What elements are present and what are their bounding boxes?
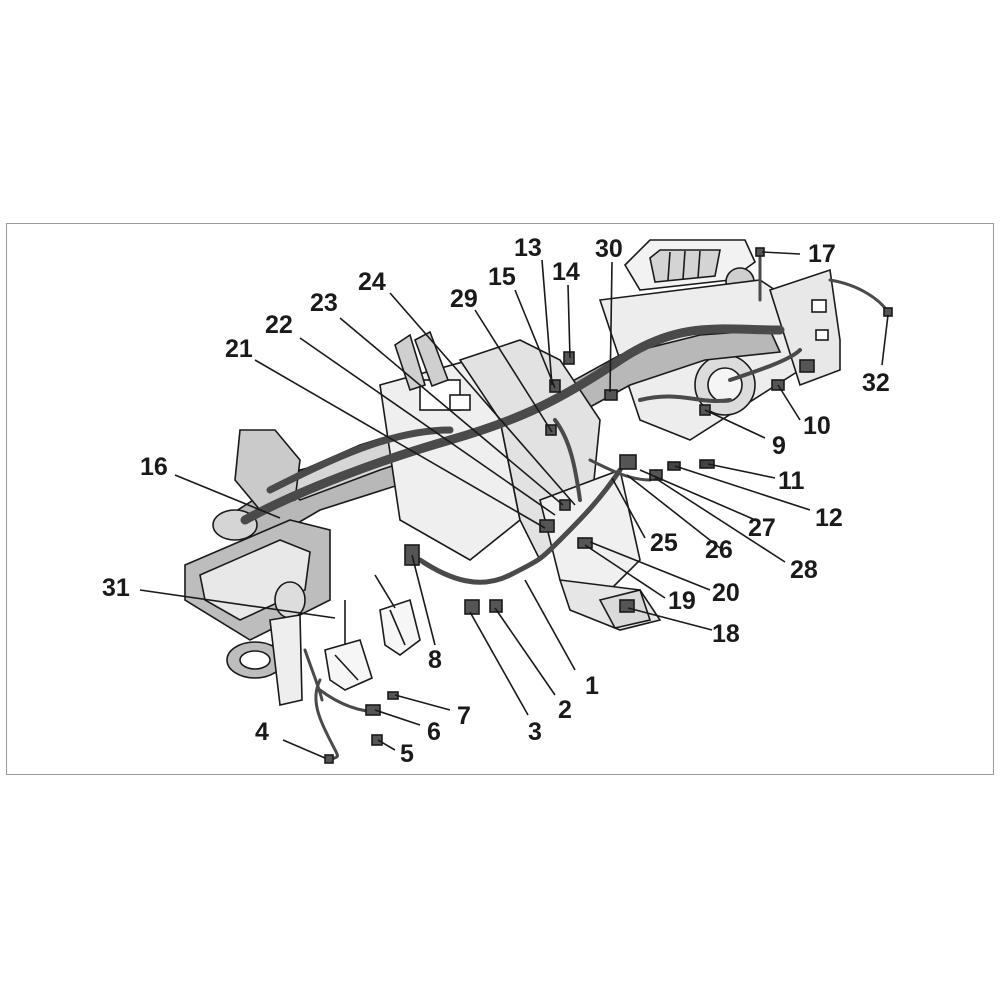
- callout-7: 7: [457, 702, 471, 730]
- callout-13: 13: [514, 234, 542, 262]
- callout-12: 12: [815, 504, 843, 532]
- leader-23: [339, 317, 564, 506]
- leader-15: [514, 289, 556, 389]
- leader-29: [474, 309, 553, 433]
- leader-22: [299, 337, 556, 516]
- leader-3: [469, 611, 529, 716]
- leader-31: [139, 589, 336, 619]
- leader-17: [761, 251, 801, 255]
- leader-26: [626, 474, 721, 549]
- leader-8: [411, 554, 436, 646]
- leader-20: [589, 541, 711, 591]
- leader-14: [567, 284, 571, 359]
- callout-1: 1: [585, 672, 599, 700]
- leader-9: [704, 409, 766, 439]
- callout-6: 6: [427, 718, 441, 746]
- callout-16: 16: [140, 453, 168, 481]
- leader-30: [609, 261, 613, 393]
- callout-2: 2: [558, 696, 572, 724]
- leader-11: [707, 463, 776, 479]
- leader-24: [389, 292, 576, 506]
- left-structure: [184, 429, 331, 706]
- leader-1: [524, 579, 576, 671]
- callout-17: 17: [808, 240, 836, 268]
- hvac-housing: [598, 239, 841, 441]
- leader-lines: [139, 251, 889, 759]
- leader-4: [282, 739, 326, 759]
- leader-32: [881, 314, 889, 366]
- callout-28: 28: [790, 556, 818, 584]
- leader-2: [494, 607, 556, 696]
- callout-24: 24: [358, 268, 386, 296]
- callout-19: 19: [668, 587, 696, 615]
- callout-23: 23: [310, 289, 338, 317]
- leader-10: [777, 384, 801, 421]
- callout-18: 18: [712, 620, 740, 648]
- leader-18: [627, 607, 713, 631]
- callout-31: 31: [102, 574, 130, 602]
- callout-26: 26: [705, 536, 733, 564]
- callout-22: 22: [265, 311, 293, 339]
- callout-20: 20: [712, 579, 740, 607]
- callout-21: 21: [225, 335, 253, 363]
- callout-3: 3: [528, 718, 542, 746]
- leader-13: [541, 259, 553, 386]
- leader-16: [174, 474, 281, 519]
- callout-29: 29: [450, 285, 478, 313]
- callout-30: 30: [595, 235, 623, 263]
- callout-5: 5: [400, 740, 414, 768]
- callout-15: 15: [488, 263, 516, 291]
- callout-9: 9: [772, 432, 786, 460]
- leader-6: [374, 709, 421, 726]
- leader-7: [394, 694, 451, 711]
- callout-11: 11: [778, 467, 805, 495]
- leader-19: [584, 544, 666, 599]
- leader-21: [254, 359, 546, 529]
- callout-27: 27: [748, 514, 776, 542]
- leader-27: [639, 469, 761, 523]
- callout-14: 14: [552, 258, 580, 286]
- callout-32: 32: [862, 369, 890, 397]
- leader-12: [674, 465, 811, 511]
- callout-10: 10: [803, 412, 831, 440]
- leader-5: [377, 739, 396, 751]
- callout-25: 25: [650, 529, 678, 557]
- wiring-harness: [240, 253, 890, 762]
- callout-4: 4: [255, 718, 269, 746]
- pedal-box: [324, 574, 421, 691]
- leader-25: [611, 477, 646, 539]
- callout-8: 8: [428, 646, 442, 674]
- callout-labels: 1 2 3 4 5 6 7 8 9 10 11 12 13 14 15 16 1…: [102, 234, 890, 768]
- leader-28: [654, 477, 786, 563]
